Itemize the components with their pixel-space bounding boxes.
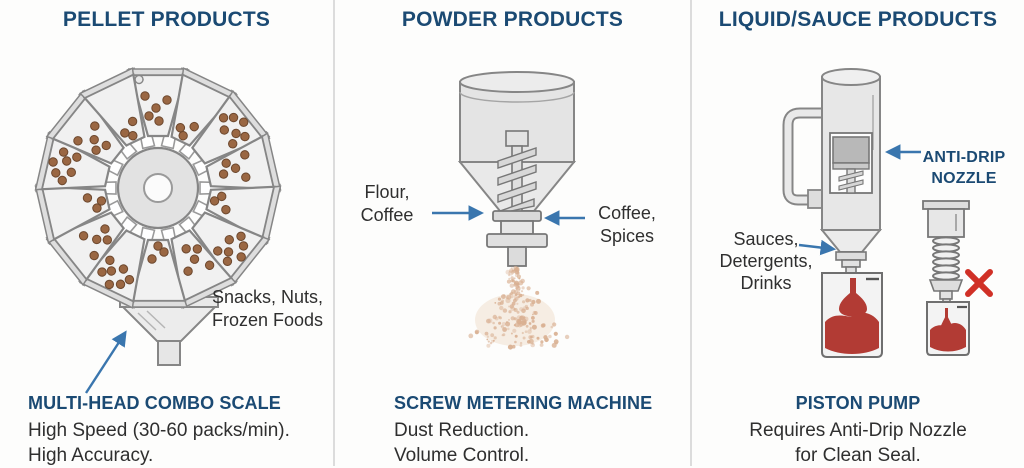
anti-drip-nozzle-label: ANTI-DRIP NOZZLE	[912, 147, 1016, 189]
drip-pouch	[926, 301, 970, 356]
right-products-line: Coffee,	[598, 203, 656, 223]
machine-features: High Speed (30-60 packs/min). High Accur…	[28, 418, 290, 468]
left-products-line: Sauces,	[733, 229, 799, 249]
piston-block	[832, 136, 870, 164]
left-products-line: Detergents,	[719, 251, 813, 271]
pump-handle-pipe	[782, 107, 825, 209]
callout-line: NOZZLE	[931, 170, 997, 187]
product-examples-label: Snacks, Nuts, Frozen Foods	[212, 286, 323, 332]
funnel-pointer-arrow	[84, 330, 127, 394]
right-products-line: Spices	[599, 226, 655, 246]
feature-line: High Accuracy.	[28, 445, 154, 466]
feature-line: Volume Control.	[394, 445, 530, 466]
callout-line: ANTI-DRIP	[922, 149, 1006, 166]
piston-pump-illustration	[782, 68, 993, 358]
machine-name: SCREW METERING MACHINE	[394, 393, 653, 413]
powder-spray	[468, 265, 570, 350]
auger-screw	[497, 130, 537, 214]
product-examples-line: Snacks, Nuts,	[212, 287, 324, 307]
machine-name: MULTI-HEAD COMBO SCALE	[28, 393, 281, 413]
sauce-fill	[825, 312, 879, 354]
red-x-icon	[965, 269, 993, 297]
sauce-stream	[839, 278, 867, 317]
metering-nozzle	[486, 210, 548, 267]
panel-title: LIQUID/SAUCE PRODUCTS	[718, 8, 998, 31]
nozzle-spring	[932, 236, 960, 281]
left-products-line: Drinks	[740, 273, 792, 293]
feature-line: High Speed (30-60 packs/min).	[28, 420, 290, 441]
sauce-fill-small	[930, 322, 966, 352]
screw-metering-machine-illustration	[432, 71, 585, 350]
anti-drip-nozzle-device	[922, 200, 970, 309]
sauces-label-arrow	[798, 239, 837, 256]
left-products-label: Sauces, Detergents, Drinks	[710, 228, 822, 294]
right-products-label: Coffee, Spices	[585, 202, 669, 248]
wheel-axle	[143, 173, 173, 203]
product-examples-line: Frozen Foods	[212, 310, 324, 330]
panel-title: PELLET PRODUCTS	[62, 8, 271, 31]
left-products-line: Coffee	[360, 205, 414, 225]
panel-liquid-sauce-products: LIQUID/SAUCE PRODUCTS	[692, 0, 1024, 466]
panel-title: POWDER PRODUCTS	[401, 8, 624, 31]
filled-pouch	[821, 272, 883, 358]
feature-line: Requires Anti-Drip Nozzle	[749, 420, 967, 441]
panel-powder-products: POWDER PRODUCTS	[335, 0, 692, 466]
machine-features: Dust Reduction. Volume Control.	[394, 418, 529, 468]
left-products-line: Flour,	[364, 182, 410, 202]
feature-line: Dust Reduction.	[394, 420, 530, 441]
multi-head-scale-illustration	[33, 64, 283, 394]
machine-name: PISTON PUMP	[795, 393, 921, 413]
machine-features: Requires Anti-Drip Nozzle for Clean Seal…	[692, 418, 1024, 468]
panel-pellet-products: PELLET PRODUCTS	[0, 0, 335, 466]
feature-line: for Clean Seal.	[795, 445, 921, 466]
pump-cylinder	[819, 68, 883, 279]
left-products-label: Flour, Coffee	[347, 181, 427, 227]
